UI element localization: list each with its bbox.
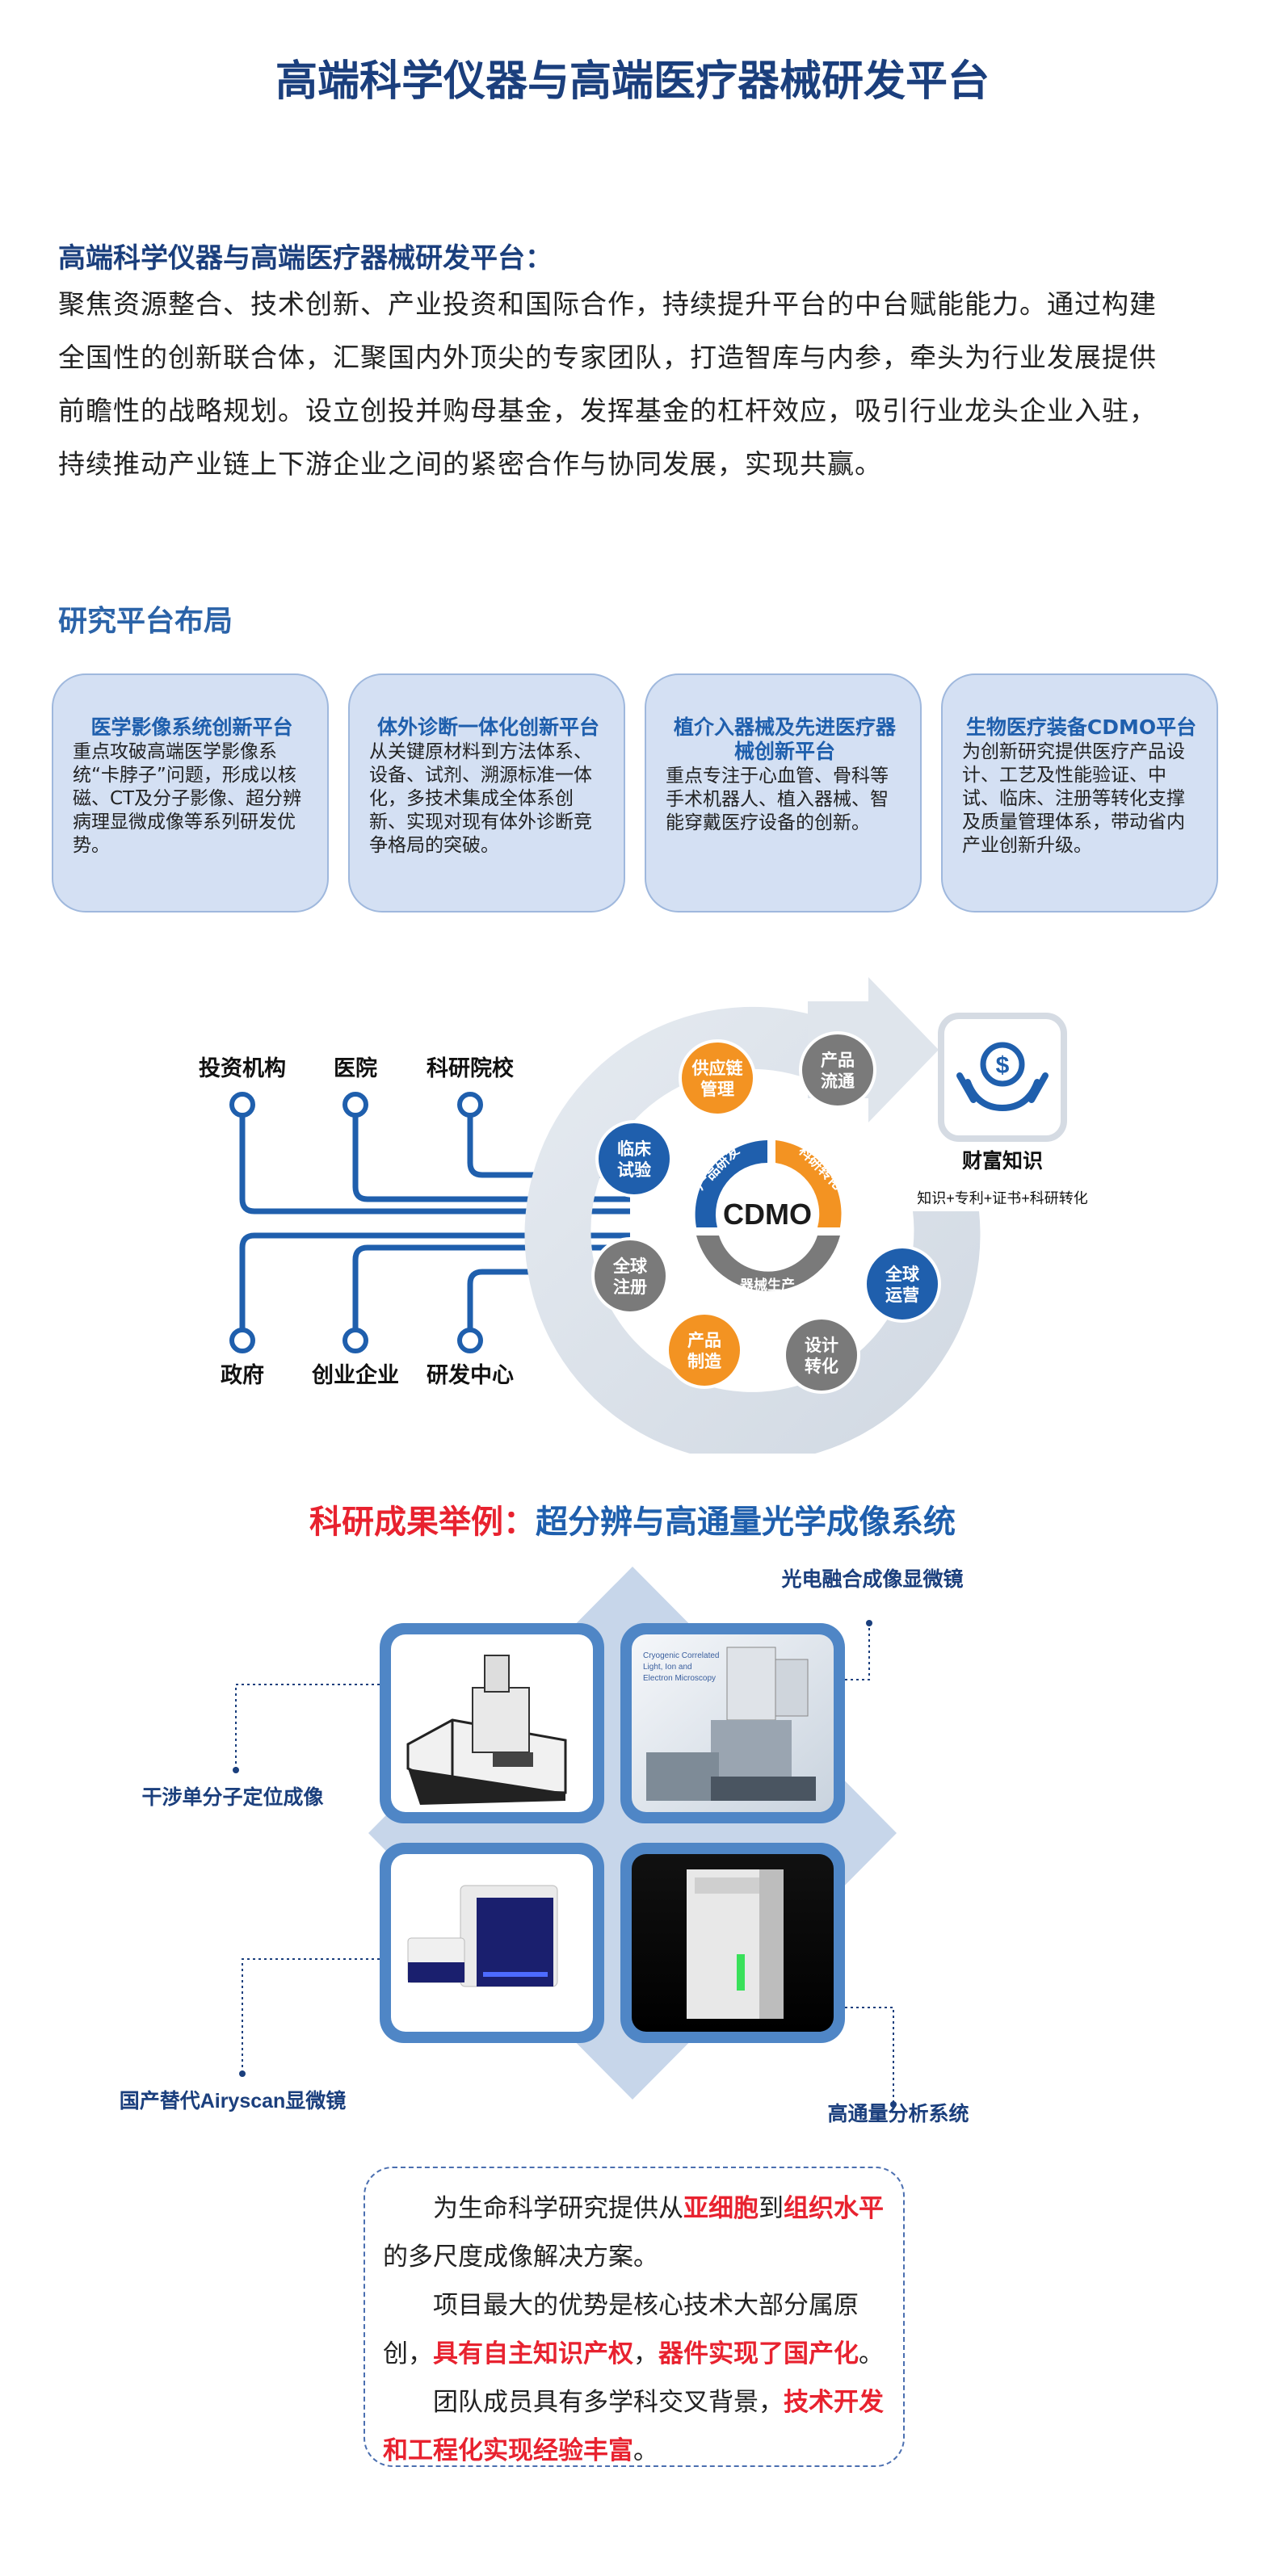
image-caption-line3: Electron Microscopy [643, 1674, 716, 1683]
circle-global-registration: 全球 注册 [591, 1237, 669, 1315]
label-high-throughput-system: 高通量分析系统 [827, 2102, 969, 2125]
node-label-investment: 投资机构 [199, 1056, 286, 1080]
node-label-rd-center: 研发中心 [427, 1362, 514, 1387]
highlight-text: 组织水平 [784, 2194, 884, 2223]
summary-paragraph-3: 团队成员具有多学科交叉背景，技术开发和工程化实现经验丰富。 [383, 2378, 884, 2475]
label-airyscan-microscope: 国产替代Airyscan显微镜 [120, 2089, 347, 2112]
circle-supply-chain: 供应链 管理 [679, 1039, 756, 1117]
card-title: 植介入器械及先进医疗器械创新平台 [673, 715, 896, 763]
circle-label-line1: 全球 [612, 1257, 648, 1276]
circle-label-line1: 供应链 [691, 1059, 744, 1078]
node-label-startup: 创业企业 [311, 1362, 399, 1387]
node-label-government: 政府 [221, 1362, 264, 1387]
highlight-text: 亚细胞 [683, 2194, 759, 2223]
leader-lines [235, 1623, 894, 2104]
circle-label-line1: 产品 [687, 1331, 721, 1350]
high-throughput-system-image [632, 1854, 834, 2032]
highlight-text: 具有自主知识产权 [433, 2339, 633, 2368]
imaging-gallery: Cryogenic Correlated Light, Ion and Elec… [120, 1567, 969, 2125]
circle-label-line2: 运营 [885, 1286, 919, 1305]
results-title-red: 科研成果举例： [309, 1504, 536, 1541]
circle-manufacturing: 产品 制造 [666, 1311, 743, 1389]
wealth-subtitle: 知识+专利+证书+科研转化 [917, 1190, 1088, 1206]
cdmo-diagram: 投资机构 医院 科研院校 政府 创业企业 研发中心 CDMO 产品研发 科研转化… [199, 977, 1088, 1454]
card-body: 从关键原材料到方法体系、设备、试剂、溯源标准一体化，多技术集成全体系创新、实现对… [369, 741, 592, 856]
card-body: 重点专注于心血管、骨科等手术机器人、植入器械、智能穿戴医疗设备的创新。 [666, 766, 889, 833]
node-label-hospital: 医院 [334, 1055, 377, 1080]
cryo-microscope-image: Cryogenic Correlated Light, Ion and Elec… [632, 1634, 834, 1812]
platform-card: 医学影像系统创新平台 重点攻破高端医学影像系统“卡脖子”问题，形成以核磁、CT及… [52, 673, 329, 913]
circle-label-line1: 临床 [617, 1139, 651, 1159]
ring-segment-production [696, 1236, 840, 1291]
summary-box: 为生命科学研究提供从亚细胞到组织水平的多尺度成像解决方案。 项目最大的优势是核心… [364, 2167, 905, 2467]
text: 的多尺度成像解决方案。 [383, 2242, 658, 2272]
text: 团队成员具有多学科交叉背景， [433, 2388, 784, 2417]
card-title: 医学影像系统创新平台 [90, 715, 293, 739]
svg-text:$: $ [996, 1052, 1010, 1079]
text: ， [633, 2339, 658, 2368]
circle-label-line2: 试验 [617, 1160, 651, 1180]
ring-label-production: 器械生产 [739, 1277, 795, 1293]
circle-label-line2: 管理 [700, 1080, 734, 1099]
text: 为生命科学研究提供从 [433, 2194, 683, 2223]
results-title-blue: 超分辨与高通量光学成像系统 [536, 1504, 956, 1541]
card-title: 体外诊断一体化创新平台 [376, 715, 599, 739]
money-hands-icon: $ [956, 1042, 1049, 1112]
label-interference-imaging: 干涉单分子定位成像 [141, 1785, 323, 1809]
summary-paragraph-1: 为生命科学研究提供从亚细胞到组织水平的多尺度成像解决方案。 [383, 2184, 884, 2281]
circle-design-transfer: 设计 转化 [783, 1316, 860, 1394]
text: 。 [633, 2436, 658, 2465]
card-body: 为创新研究提供医疗产品设计、工艺及性能验证、中试、临床、注册等转化支撑及质量管理… [962, 741, 1185, 856]
wealth-icon-frame [938, 1013, 1067, 1142]
platform-cards: 医学影像系统创新平台 重点攻破高端医学影像系统“卡脖子”问题，形成以核磁、CT及… [52, 673, 1218, 913]
microscope-image-1 [391, 1634, 593, 1812]
text: 。 [859, 2339, 884, 2368]
platform-card: 体外诊断一体化创新平台 从关键原材料到方法体系、设备、试剂、溯源标准一体化，多技… [348, 673, 625, 913]
results-title: 科研成果举例：超分辨与高通量光学成像系统 [0, 1496, 1265, 1542]
ring-segment-transfer [775, 1140, 842, 1227]
highlight-text: 器件实现了国产化 [658, 2339, 859, 2368]
card-body: 重点攻破高端医学影像系统“卡脖子”问题，形成以核磁、CT及分子影像、超分辨病理显… [73, 741, 302, 856]
circle-label-line1: 产品 [821, 1051, 855, 1070]
highlight-text: 技术开发和工程化实现经验丰富 [383, 2388, 884, 2465]
intro-body: 聚焦资源整合、技术创新、产业投资和国际合作，持续提升平台的中台赋能能力。通过构建… [58, 288, 1157, 480]
circle-distribution: 产品 流通 [799, 1031, 876, 1109]
text: 项目最大的优势是核心技术大部分属原创， [383, 2291, 859, 2368]
leader-dots [233, 1620, 897, 2108]
satellite-circles: 供应链 管理 产品 流通 临床 试验 全球 注册 产品 制造 设计 转化 [591, 1031, 941, 1394]
label-optoelectronic-microscope: 光电融合成像显微镜 [780, 1567, 963, 1591]
summary-paragraph-2: 项目最大的优势是核心技术大部分属原创，具有自主知识产权，器件实现了国产化。 [383, 2281, 884, 2378]
circle-label-line2: 转化 [805, 1357, 838, 1376]
cdmo-center-label: CDMO [723, 1198, 812, 1231]
platform-card: 生物医疗装备CDMO平台 为创新研究提供医疗产品设计、工艺及性能验证、中试、临床… [941, 673, 1218, 913]
text: 到 [759, 2194, 784, 2223]
wealth-title: 财富知识 [962, 1149, 1043, 1173]
circle-label-line2: 制造 [687, 1352, 722, 1371]
section-heading-platform-layout: 研究平台布局 [58, 605, 233, 638]
intro-heading: 高端科学仪器与高端医疗器械研发平台： [58, 242, 553, 275]
circle-label-line1: 设计 [805, 1336, 838, 1355]
image-caption-line2: Light, Ion and [643, 1663, 692, 1672]
platform-card: 植介入器械及先进医疗器械创新平台 重点专注于心血管、骨科等手术机器人、植入器械、… [645, 673, 922, 913]
page-title: 高端科学仪器与高端医疗器械研发平台 [275, 57, 990, 106]
circle-global-operation: 全球 运营 [864, 1245, 941, 1323]
card-title: 生物医疗装备CDMO平台 [965, 715, 1197, 739]
circle-label-line1: 全球 [885, 1265, 920, 1284]
circle-label-line2: 流通 [821, 1072, 855, 1091]
airyscan-microscope-image [391, 1854, 593, 2032]
ring-segment-rd [695, 1140, 767, 1227]
circle-clinical-trial: 临床 试验 [595, 1120, 673, 1198]
connector-nodes [229, 1092, 483, 1353]
image-caption-line1: Cryogenic Correlated [643, 1651, 720, 1660]
circle-label-line2: 注册 [613, 1278, 647, 1297]
node-label-research-institute: 科研院校 [427, 1055, 514, 1080]
connector-lines [239, 1108, 630, 1338]
